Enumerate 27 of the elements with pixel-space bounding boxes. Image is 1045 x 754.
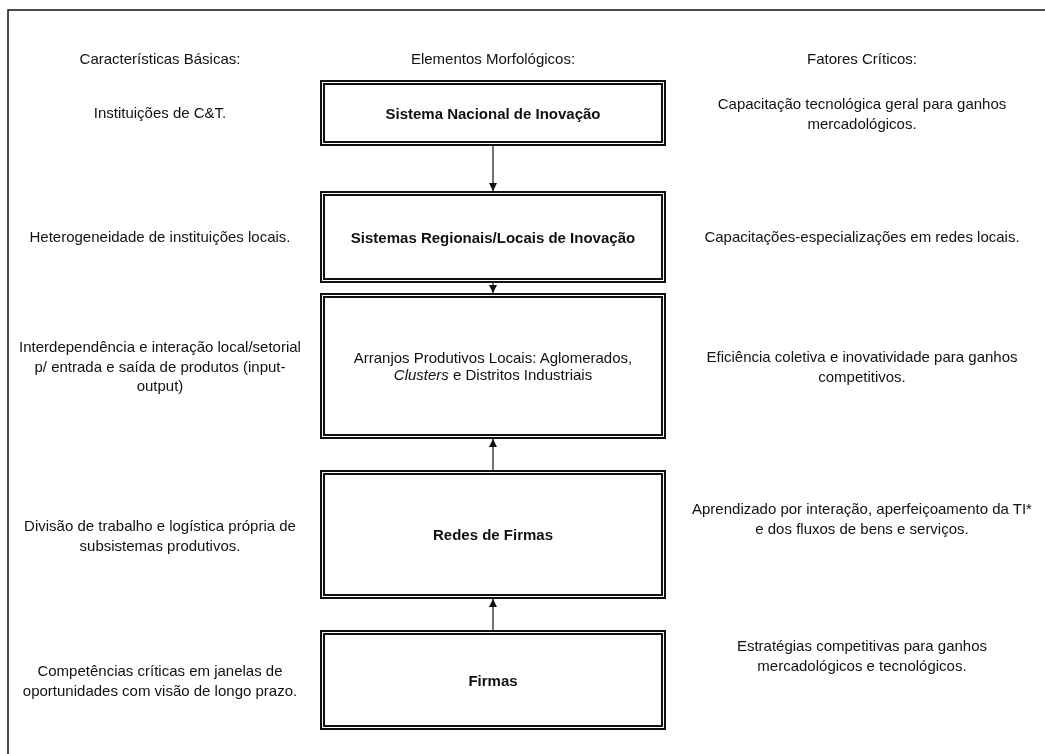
factor-text: Eficiência coletiva e inovatividade para ganhos competitivos.: [705, 346, 1019, 386]
morphology-box: [320, 630, 666, 730]
box-text: Sistema Nacional de Inovação: [385, 104, 601, 122]
box-text: Sistemas Regionais/Locais de Inovação: [350, 228, 636, 246]
factor-text: Aprendizado por interação, aperfeiçoamento da TI* e dos fluxos de bens e serviços.: [692, 498, 1032, 538]
morphology-box: [320, 191, 666, 283]
characteristic-text: Competências críticas em janelas de oportunidades com visão de longo prazo.: [21, 660, 299, 700]
box-text: Firmas: [468, 671, 518, 689]
factor-text: Estratégias competitivas para ganhos mercadológicos e tecnológicos.: [735, 635, 989, 675]
arrow: [489, 438, 497, 471]
box-text: Arranjos Produtivos Locais: Aglomerados, Clusters e Distritos Industriais: [352, 349, 634, 383]
column-heading: Elementos Morfológicos:: [409, 49, 577, 69]
arrow: [489, 145, 497, 192]
morphology-box: [320, 80, 666, 146]
column-heading: Características Básicas:: [78, 49, 242, 69]
factor-text: Capacitação tecnológica geral para ganhos mercadológicos.: [716, 93, 1008, 133]
factor-text: Capacitações-especializações em redes locais.: [703, 227, 1021, 247]
characteristic-text: Heterogeneidade de instituições locais.: [28, 227, 292, 247]
column-heading: Fatores Críticos:: [806, 49, 918, 69]
morphology-box: [320, 293, 666, 439]
arrow: [489, 598, 497, 631]
characteristic-text: Interdependência e interação local/setorial p/ entrada e saída de produtos (input-output): [18, 336, 302, 396]
box-text: Redes de Firmas: [432, 526, 554, 543]
characteristic-text: Instituições de C&T.: [92, 103, 228, 123]
arrow: [489, 282, 497, 294]
characteristic-text: Divisão de trabalho e logística própria de subsistemas produtivos.: [23, 515, 297, 555]
morphology-box: [320, 470, 666, 599]
